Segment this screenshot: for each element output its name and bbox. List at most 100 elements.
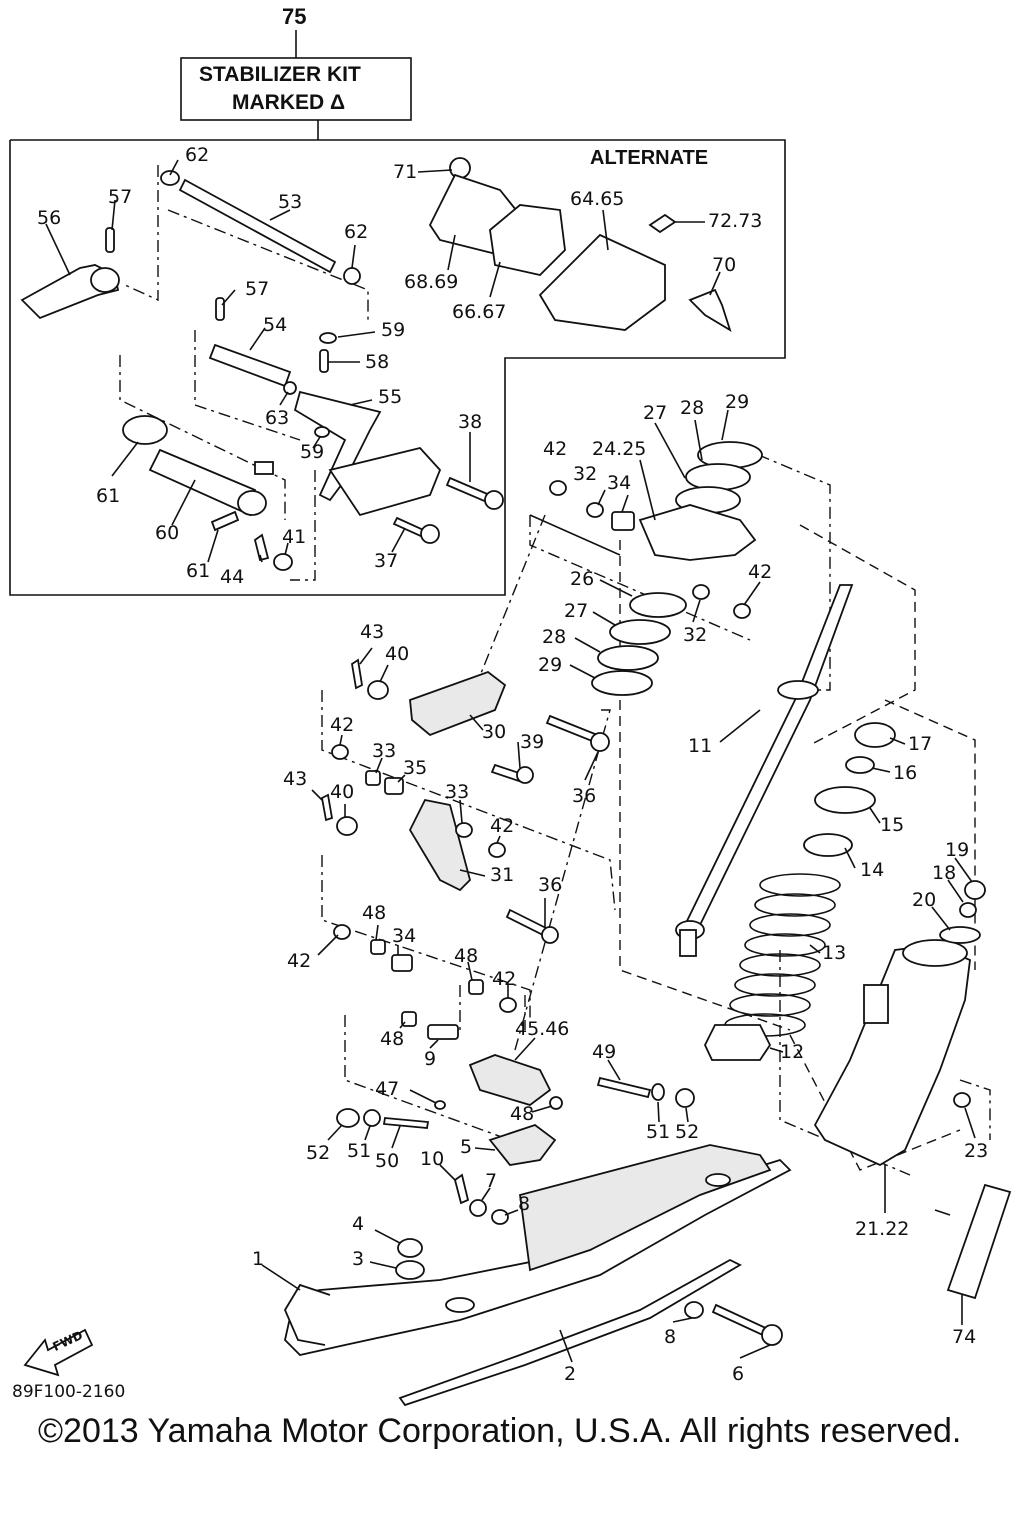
callout: 52 bbox=[675, 1121, 700, 1143]
callout: 33 bbox=[445, 781, 470, 803]
callout: 7 bbox=[485, 1170, 498, 1192]
part-74-decal bbox=[946, 1183, 1012, 1300]
callout: 14 bbox=[860, 859, 885, 881]
callout: 5 bbox=[460, 1136, 473, 1158]
callout: 44 bbox=[220, 566, 245, 588]
callout: 59 bbox=[381, 319, 406, 341]
callout: 9 bbox=[424, 1048, 437, 1070]
callout: 49 bbox=[592, 1041, 617, 1063]
callout: 42 bbox=[748, 561, 773, 583]
callout: 23 bbox=[964, 1140, 989, 1162]
callout: 60 bbox=[155, 522, 180, 544]
callout: 61 bbox=[186, 560, 211, 582]
callout: 42 bbox=[287, 950, 312, 972]
callout: 36 bbox=[572, 785, 597, 807]
callout: 32 bbox=[683, 624, 708, 646]
callout: 62 bbox=[344, 221, 369, 243]
callout: 62 bbox=[185, 144, 210, 166]
callout: 70 bbox=[712, 254, 737, 276]
callout: 37 bbox=[374, 550, 399, 572]
callout: 61 bbox=[96, 485, 121, 507]
callout: 43 bbox=[360, 621, 385, 643]
callout: 34 bbox=[607, 472, 632, 494]
kit-number: 75 bbox=[282, 4, 307, 29]
callout: 42 bbox=[543, 438, 568, 460]
callout: 71 bbox=[393, 161, 418, 183]
callout: 6 bbox=[732, 1363, 745, 1385]
callout: 50 bbox=[375, 1150, 400, 1172]
callout: 54 bbox=[263, 314, 288, 336]
callout: 36 bbox=[538, 874, 563, 896]
callout: 27 bbox=[564, 600, 589, 622]
kit-enclosure bbox=[9, 139, 786, 596]
callout: 42 bbox=[492, 968, 517, 990]
kit-label-line1: STABILIZER KIT bbox=[199, 63, 361, 86]
callout: 42 bbox=[490, 815, 515, 837]
fwd-arrow-icon bbox=[23, 1328, 94, 1377]
callout: 31 bbox=[490, 864, 515, 886]
part-21-22-damper bbox=[813, 944, 971, 1167]
callout: 10 bbox=[420, 1148, 445, 1170]
alternate-label: ALTERNATE bbox=[590, 147, 709, 169]
callout: 3 bbox=[352, 1248, 365, 1270]
callout: 34 bbox=[392, 925, 417, 947]
callout: 26 bbox=[570, 568, 595, 590]
callout: 16 bbox=[893, 762, 918, 784]
callout: 74 bbox=[952, 1326, 977, 1348]
callout: 11 bbox=[688, 735, 713, 757]
callout: 24.25 bbox=[592, 438, 647, 460]
callout: 45.46 bbox=[515, 1018, 570, 1040]
callout: 68.69 bbox=[404, 271, 459, 293]
callout: 13 bbox=[822, 942, 847, 964]
callout: 12 bbox=[780, 1041, 805, 1063]
copyright-notice: ©2013 Yamaha Motor Corporation, U.S.A. A… bbox=[38, 1412, 962, 1450]
callout: 72.73 bbox=[708, 210, 763, 232]
callout: 56 bbox=[37, 207, 62, 229]
callout: 17 bbox=[908, 733, 933, 755]
callout: 30 bbox=[482, 721, 507, 743]
callout: 64.65 bbox=[570, 188, 625, 210]
callout: 35 bbox=[403, 757, 428, 779]
callout: 47 bbox=[375, 1078, 400, 1100]
callout: 29 bbox=[725, 391, 750, 413]
callout: 15 bbox=[880, 814, 905, 836]
callout: 59 bbox=[300, 441, 325, 463]
callout: 57 bbox=[245, 278, 270, 300]
callout: 48 bbox=[362, 902, 387, 924]
callout: 51 bbox=[347, 1140, 372, 1162]
callout: 4 bbox=[352, 1213, 365, 1235]
callout: 41 bbox=[282, 526, 307, 548]
callout: 28 bbox=[542, 626, 567, 648]
callout: 8 bbox=[664, 1326, 677, 1348]
callout: 53 bbox=[278, 191, 303, 213]
callout: 33 bbox=[372, 740, 397, 762]
callout: 28 bbox=[680, 397, 705, 419]
kit-label-line2: MARKED Δ bbox=[232, 91, 346, 114]
callout: 43 bbox=[283, 768, 308, 790]
callout: 8 bbox=[518, 1193, 531, 1215]
callout: 57 bbox=[108, 186, 133, 208]
callout: 1 bbox=[252, 1248, 265, 1270]
callout: 51 bbox=[646, 1121, 671, 1143]
reference-code: 89F100-2160 bbox=[12, 1382, 126, 1402]
callout: 48 bbox=[454, 945, 479, 967]
callout: 18 bbox=[932, 862, 957, 884]
callout: 48 bbox=[510, 1103, 535, 1125]
callout: 42 bbox=[330, 714, 355, 736]
part-13-spring bbox=[724, 873, 841, 1037]
callout: 20 bbox=[912, 889, 937, 911]
callout: 21.22 bbox=[855, 1218, 910, 1240]
callout: 29 bbox=[538, 654, 563, 676]
callout: 32 bbox=[573, 463, 598, 485]
callout: 2 bbox=[564, 1363, 577, 1385]
callout: 38 bbox=[458, 411, 483, 433]
callout: 63 bbox=[265, 407, 290, 429]
callout: 58 bbox=[365, 351, 390, 373]
callout: 55 bbox=[378, 386, 403, 408]
callout: 40 bbox=[385, 643, 410, 665]
callout: 19 bbox=[945, 839, 970, 861]
callout: 27 bbox=[643, 402, 668, 424]
callout: 48 bbox=[380, 1028, 405, 1050]
